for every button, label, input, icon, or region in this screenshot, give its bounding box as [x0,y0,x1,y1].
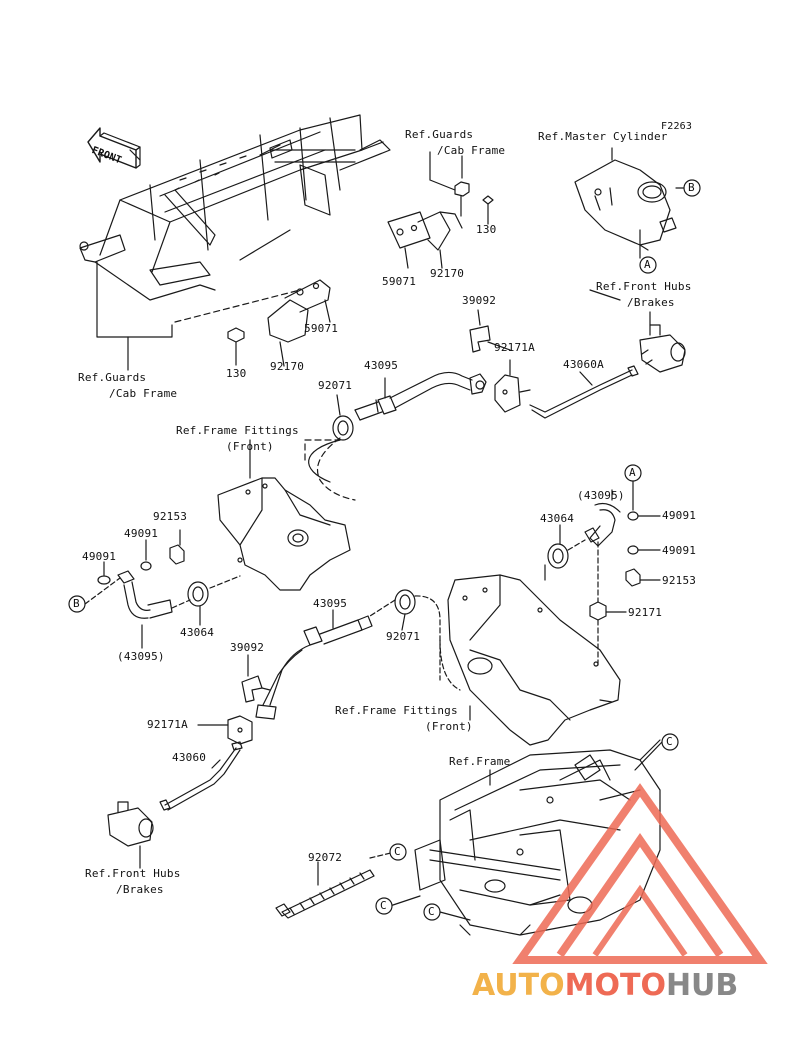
clamp-assembly-left [227,279,331,367]
part-92171-right: 92171 [628,606,663,619]
callout-c-bottom: C [428,905,435,918]
ref-guards-cab-top-line1: Ref.Guards [405,128,474,141]
ref-frame-fittings-top-line1: Ref.Frame Fittings [176,424,299,437]
callout-a-right: A [629,466,636,479]
part-130-top: 130 [476,223,497,236]
callout-circle-c-right [661,733,679,751]
part-59071-left: 59071 [304,322,339,335]
ref-guards-cab-left-line1: Ref.Guards [78,371,147,384]
clamp-assembly-top [361,141,494,269]
hose-fitting-left [84,529,191,649]
callout-a-top: A [644,258,651,271]
callout-b-left: B [73,597,80,610]
callout-circle-b-top [683,179,701,197]
callout-b-top: B [688,181,695,194]
grommet-43064-right [547,524,586,569]
part-92072: 92072 [308,851,343,864]
part-43095-right-paren: (43095) [577,489,625,502]
callout-circle-a-top [639,256,657,274]
part-43064-left: 43064 [180,626,215,639]
frame-fitting-upper [217,439,351,591]
part-49091-right-b: 49091 [662,544,697,557]
hose-fitting-right [584,479,661,587]
callout-c-mid: C [394,845,401,858]
grommet-92071-top [332,394,354,441]
watermark-part2: MOTO [564,968,666,1003]
part-130-left: 130 [226,367,247,380]
part-59071-top: 59071 [382,275,417,288]
automotohub-logo-icon [512,783,768,964]
part-43095-top: 43095 [364,359,399,372]
brake-hose-43095-top [354,371,487,421]
ref-master-cylinder: Ref.Master Cylinder [538,130,668,143]
part-43060A: 43060A [563,358,604,371]
ref-frame-fittings-top-line2: (Front) [226,440,274,453]
part-92071-top: 92071 [318,379,353,392]
watermark: AUTOMOTOHUB [472,968,738,1003]
ref-frame-fittings-mid-line2: (Front) [425,720,473,733]
callout-circle-c-bottom [423,903,441,921]
part-39092-bottom: 39092 [230,641,265,654]
callout-c-right: C [666,735,673,748]
grommet-92071-mid [369,589,441,681]
ref-front-hubs-top-line2: /Brakes [627,296,675,309]
front-direction-arrow-icon [87,127,141,169]
bracket-92171-right [589,541,627,666]
frame-fitting-lower [439,564,621,746]
callout-circle-c-low [375,897,393,915]
part-92171A-top: 92171A [494,341,535,354]
callout-circle-b-left [68,595,86,613]
part-92170-top: 92170 [430,267,465,280]
part-49091-left-a: 49091 [124,527,159,540]
brake-line-43060 [159,741,243,811]
part-43064-right: 43064 [540,512,575,525]
clip-39092-top [469,309,511,353]
ref-frame: Ref.Frame [449,755,511,768]
part-43095-mid: 43095 [313,597,348,610]
ref-front-hubs-bottom-line2: /Brakes [116,883,164,896]
part-92071-mid: 92071 [386,630,421,643]
ref-front-hubs-top-line1: Ref.Front Hubs [596,280,692,293]
figure-code: F2263 [661,121,693,132]
part-43095-left-paren: (43095) [117,650,165,663]
callout-c-low: C [380,899,387,912]
part-49091-left-b: 49091 [82,550,117,563]
ref-guards-cab-top-line2: /Cab Frame [437,144,506,157]
part-49091-right-a: 49091 [662,509,697,522]
bracket-92171A-bottom [197,715,253,745]
clip-39092-bottom [241,654,271,703]
bracket-92171A-top [494,359,531,413]
part-92170-left: 92170 [270,360,305,373]
part-92153-right: 92153 [662,574,697,587]
ref-frame-fittings-mid-line1: Ref.Frame Fittings [335,704,458,717]
part-92171A-bottom: 92171A [147,718,188,731]
brake-line-43060A [529,365,639,419]
grommet-43064-left [187,575,241,626]
callout-circle-c-mid [389,843,407,861]
main-frame-sketch [414,739,661,936]
ref-guards-cab-left-line2: /Cab Frame [109,387,178,400]
front-hub-brake-bottom [107,801,154,869]
callout-circle-a-right [624,464,642,482]
part-39092-top: 39092 [462,294,497,307]
part-43060: 43060 [172,751,207,764]
watermark-part1: AUTO [472,968,565,1003]
front-hub-brake-top [639,311,686,373]
cable-tie-92072 [275,851,471,921]
guard-cab-frame-sketch [79,114,391,301]
part-92153-left: 92153 [153,510,188,523]
master-cylinder-sketch [574,147,686,259]
watermark-part3: HUB [665,968,739,1003]
brake-hose-43095-mid [255,609,373,720]
ref-front-hubs-bottom-line1: Ref.Front Hubs [85,867,181,880]
